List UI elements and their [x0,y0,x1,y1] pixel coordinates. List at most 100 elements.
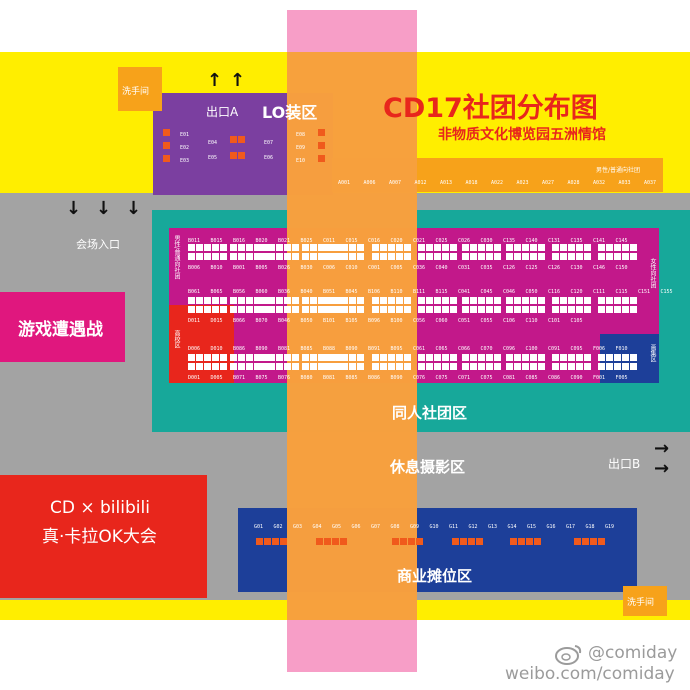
booth-table[interactable] [325,354,332,361]
booth-table[interactable] [332,538,339,545]
booth-row[interactable] [598,297,637,304]
booth-table[interactable] [349,363,356,370]
booth-table[interactable] [530,306,537,313]
booth-table[interactable] [260,244,267,251]
booth-table[interactable] [514,354,521,361]
booth-table[interactable] [494,244,501,251]
booth-table[interactable] [204,297,211,304]
g-booth-group[interactable] [392,538,423,545]
booth-table[interactable] [478,363,485,370]
booth-table[interactable] [254,297,261,304]
booth-table[interactable] [452,538,459,545]
booth-table[interactable] [204,253,211,260]
booth-table[interactable] [506,244,513,251]
booth-table[interactable] [404,253,411,260]
booth-table[interactable] [630,297,637,304]
booth-table[interactable] [260,363,267,370]
booth-table[interactable] [318,363,325,370]
booth-table[interactable] [404,306,411,313]
booth-table[interactable] [230,253,237,260]
booth-table[interactable] [450,253,457,260]
booth-table[interactable] [614,363,621,370]
booth-table[interactable] [622,253,629,260]
booth-table[interactable] [606,297,613,304]
booth-table[interactable] [486,363,493,370]
booth-table[interactable] [333,306,340,313]
booth-table[interactable] [434,244,441,251]
booth-table[interactable] [426,363,433,370]
booth-row[interactable] [506,244,545,251]
booth-table[interactable] [196,297,203,304]
booth-table[interactable] [349,253,356,260]
booth-table[interactable] [418,306,425,313]
booth-table[interactable] [606,354,613,361]
booth-table[interactable] [357,354,364,361]
booth-table[interactable] [560,297,567,304]
booth-table[interactable] [230,354,237,361]
booth-row[interactable] [598,306,637,313]
booth-row[interactable] [372,363,411,370]
booth-table[interactable] [450,297,457,304]
booth-table[interactable] [568,297,575,304]
booth-table[interactable] [442,354,449,361]
booth-table[interactable] [230,152,237,159]
booth-table[interactable] [568,306,575,313]
booth-table[interactable] [292,354,299,361]
booth-table[interactable] [357,297,364,304]
booth-table[interactable] [614,297,621,304]
booth-row[interactable] [325,306,364,313]
booth-table[interactable] [310,354,317,361]
booth-row[interactable] [260,363,299,370]
booth-row[interactable] [552,253,591,260]
booth-table[interactable] [220,253,227,260]
booth-table[interactable] [302,253,309,260]
booth-table[interactable] [486,306,493,313]
booth-row[interactable] [260,306,299,313]
booth-table[interactable] [450,354,457,361]
booth-table[interactable] [486,253,493,260]
booth-table[interactable] [606,363,613,370]
booth-table[interactable] [310,363,317,370]
booth-table[interactable] [506,363,513,370]
booth-table[interactable] [325,363,332,370]
g-booth-group[interactable] [256,538,287,545]
booth-table[interactable] [220,363,227,370]
booth-table[interactable] [462,354,469,361]
booth-row[interactable] [188,363,227,370]
booth-table[interactable] [238,253,245,260]
booth-table[interactable] [538,244,545,251]
booth-table[interactable] [396,244,403,251]
booth-table[interactable] [276,363,283,370]
booth-table[interactable] [576,297,583,304]
booth-table[interactable] [212,363,219,370]
booth-table[interactable] [630,253,637,260]
booth-table[interactable] [220,244,227,251]
booth-table[interactable] [622,244,629,251]
booth-table[interactable] [494,363,501,370]
booth-table[interactable] [514,297,521,304]
booth-table[interactable] [530,253,537,260]
booth-table[interactable] [442,297,449,304]
booth-table[interactable] [476,538,483,545]
booth-table[interactable] [462,363,469,370]
booth-table[interactable] [598,538,605,545]
booth-table[interactable] [284,297,291,304]
booth-table[interactable] [349,244,356,251]
booth-table[interactable] [388,306,395,313]
e-booth[interactable] [230,136,245,143]
booth-table[interactable] [426,297,433,304]
booth-row[interactable] [325,363,364,370]
e-booth[interactable] [318,129,325,136]
booth-table[interactable] [372,297,379,304]
booth-table[interactable] [302,306,309,313]
booth-table[interactable] [196,306,203,313]
booth-table[interactable] [256,538,263,545]
booth-table[interactable] [506,354,513,361]
booth-table[interactable] [506,253,513,260]
booth-table[interactable] [220,354,227,361]
booth-row[interactable] [598,363,637,370]
booth-table[interactable] [284,306,291,313]
booth-table[interactable] [418,297,425,304]
booth-table[interactable] [478,297,485,304]
booth-table[interactable] [188,306,195,313]
